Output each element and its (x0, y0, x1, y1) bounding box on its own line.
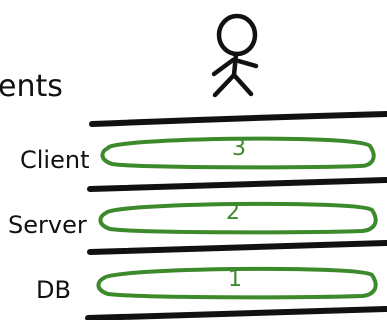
separator-line (87, 177, 387, 192)
stick-figure-icon (211, 13, 259, 98)
separator-line (87, 240, 387, 255)
layer-count-server: 2 (226, 200, 240, 225)
layer-bar-client (100, 136, 376, 170)
separator-line (89, 111, 387, 127)
page-title: ents (0, 69, 63, 104)
layer-label-server: Server (8, 211, 87, 239)
layer-count-client: 3 (232, 136, 246, 161)
layer-count-db: 1 (228, 267, 242, 292)
layer-bar-server (98, 201, 378, 235)
layer-label-client: Client (20, 146, 89, 174)
separator-line (85, 306, 387, 320)
layer-bar-db (96, 266, 378, 300)
layer-label-db: DB (36, 276, 71, 304)
